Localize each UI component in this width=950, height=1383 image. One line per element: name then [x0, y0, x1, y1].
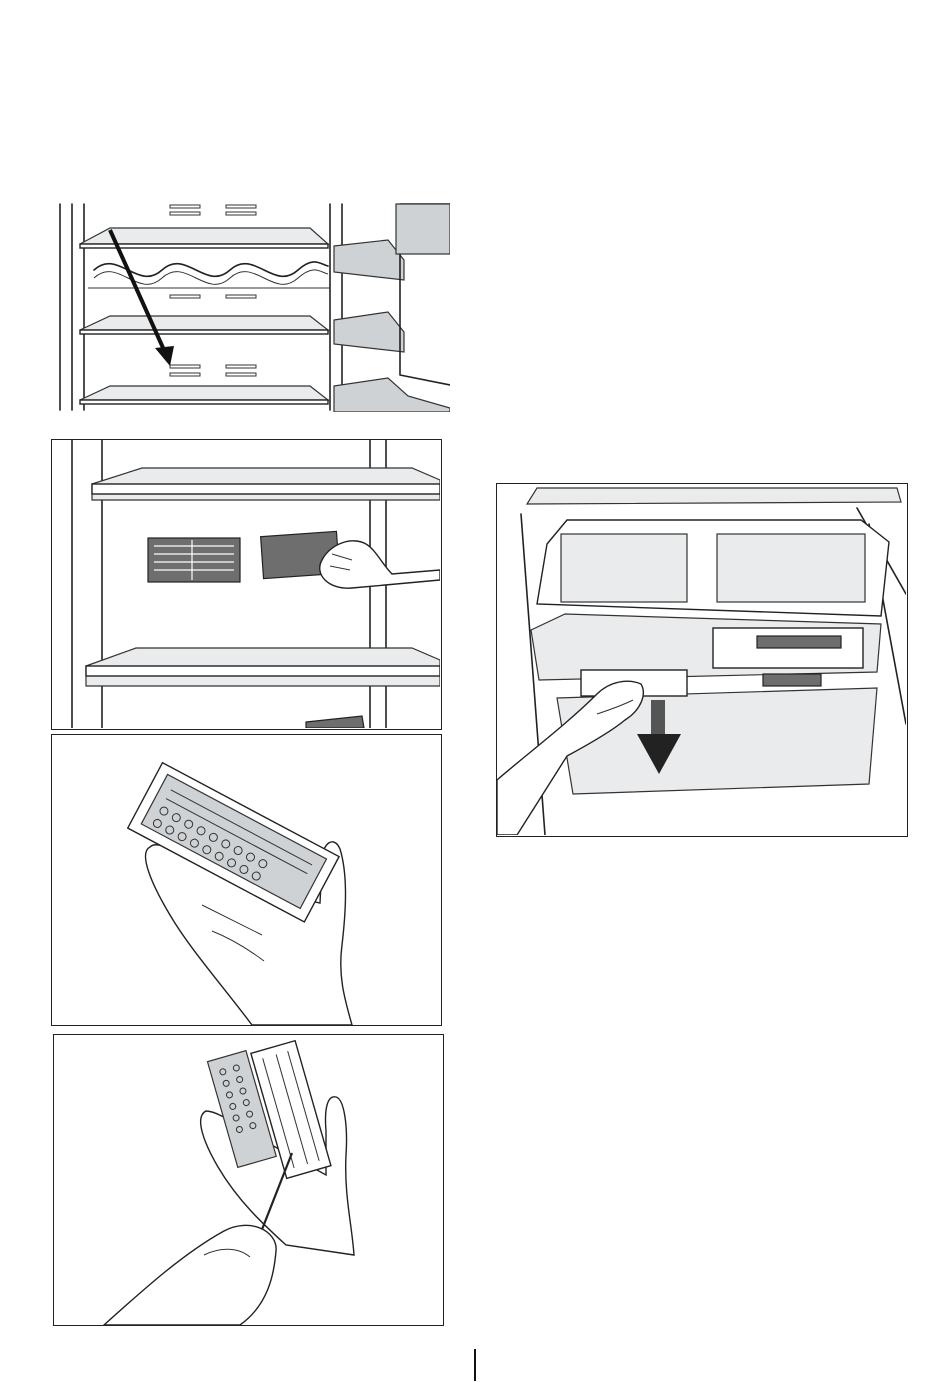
- fridge-shelf-reposition-illustration: [58, 200, 450, 412]
- filter-cartridge-in-hand-illustration: [52, 735, 440, 1025]
- figure-shelf-reposition: [58, 200, 450, 412]
- figure-filter-opening: [53, 1034, 444, 1326]
- figure-filter-removal: [51, 439, 442, 730]
- filter-removal-illustration: [52, 440, 440, 728]
- filter-opening-with-tool-illustration: [54, 1035, 442, 1325]
- page-divider: [474, 1349, 476, 1381]
- figure-filter-cartridge: [51, 734, 442, 1026]
- crisper-drawer-removal-illustration: [497, 484, 906, 835]
- figure-crisper-drawer-removal: [496, 483, 908, 837]
